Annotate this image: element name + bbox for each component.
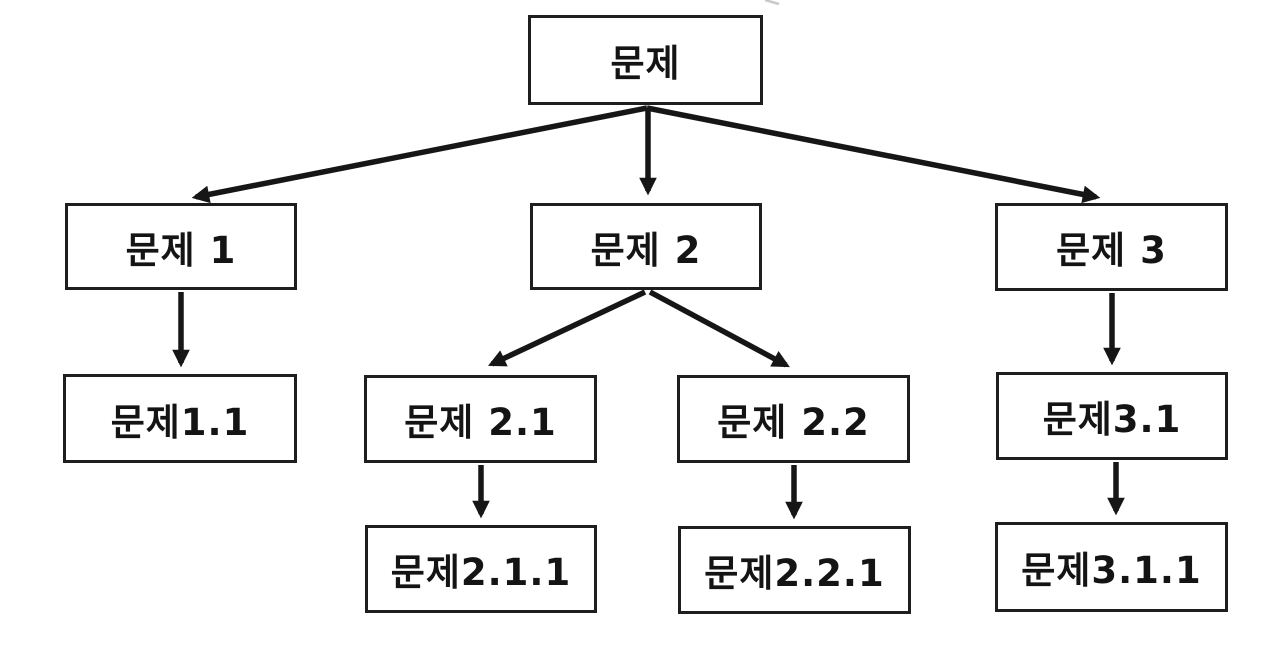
- node-3-1-1: 문제3.1.1: [995, 522, 1228, 612]
- edge-n2-to-n2-1: [488, 289, 647, 367]
- edge-n2-to-n2-2: [648, 289, 790, 368]
- node-2: 문제 2: [530, 203, 762, 290]
- cropped-text-remnant: [764, 0, 780, 6]
- edge-root-to-n1: [191, 105, 648, 204]
- node-1-1: 문제1.1: [63, 374, 297, 463]
- node-3-1: 문제3.1: [996, 372, 1228, 460]
- node-2-2-1: 문제2.2.1: [678, 526, 911, 614]
- node-root: 문제: [528, 15, 763, 105]
- node-1: 문제 1: [65, 203, 297, 290]
- node-2-1-1: 문제2.1.1: [365, 525, 597, 613]
- edge-root-to-n3: [646, 105, 1101, 204]
- node-3: 문제 3: [995, 203, 1228, 291]
- node-2-1: 문제 2.1: [364, 375, 597, 463]
- node-2-2: 문제 2.2: [677, 375, 910, 463]
